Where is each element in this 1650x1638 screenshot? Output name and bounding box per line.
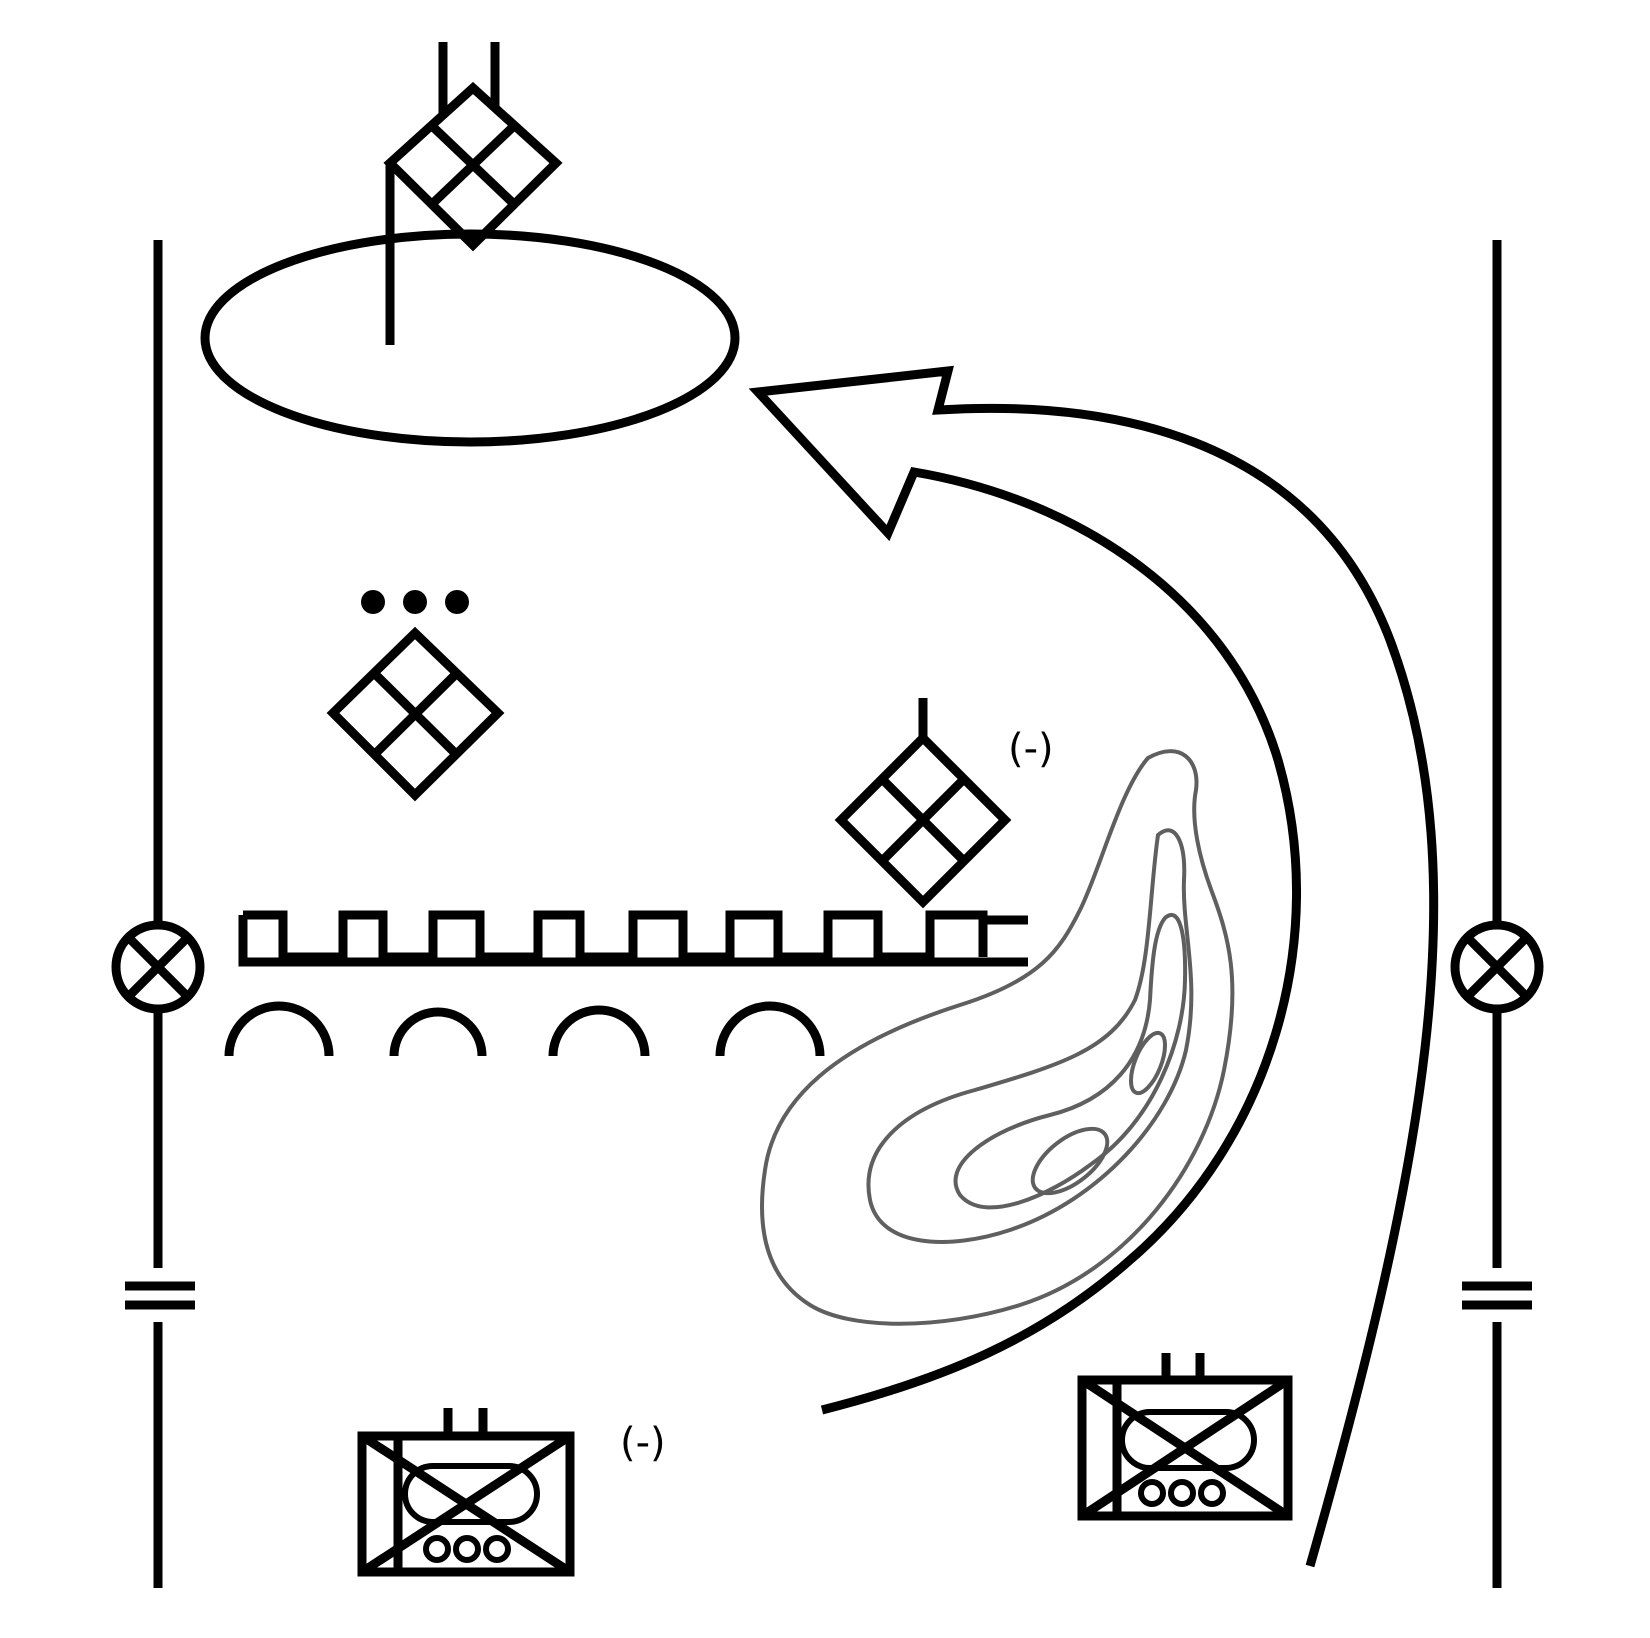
- strength-reduced-label-armor: (-): [620, 1420, 666, 1466]
- objective-ellipse: [200, 229, 740, 447]
- mechanized-infantry-detachment-icon: [834, 698, 1012, 909]
- mechanized-infantry-platoon-icon: [326, 590, 505, 802]
- gap-break-icon-right: [1462, 1281, 1532, 1310]
- gap-break-icon-left: [125, 1281, 195, 1310]
- fortified-line: [238, 910, 1028, 967]
- armor-company-right-icon: [1077, 1353, 1293, 1521]
- platoon-echelon-dots-icon: [361, 590, 469, 614]
- strength-reduced-label-detachment: (-): [1008, 726, 1054, 772]
- armor-company-left-icon: [357, 1408, 575, 1577]
- axis-of-advance-arrow: [748, 365, 1439, 1568]
- boundary-line-right: [1450, 240, 1544, 1588]
- boundary-junction-icon-right: [1450, 920, 1544, 1014]
- terrain-contours: [760, 749, 1235, 1326]
- boundary-line-left: [111, 240, 205, 1588]
- obstacle-arches: [224, 1001, 825, 1057]
- mechanized-infantry-hq-icon: [383, 42, 563, 345]
- boundary-junction-icon-left: [111, 920, 205, 1014]
